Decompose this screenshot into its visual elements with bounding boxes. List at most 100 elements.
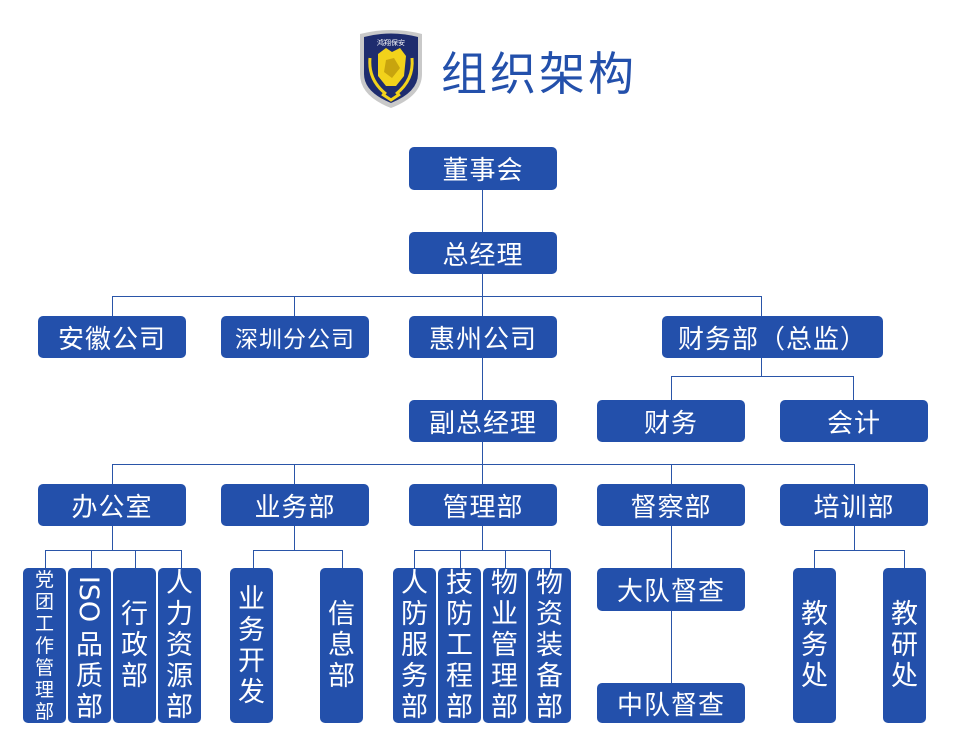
security-shield-badge-icon: 鸿翔保安 bbox=[360, 30, 422, 108]
node-information-dept: 信息部 bbox=[320, 568, 363, 723]
node-label-char: 务 bbox=[401, 661, 428, 692]
connector-line bbox=[342, 550, 343, 568]
node-label-char: 部 bbox=[76, 692, 103, 723]
node-label-char: 部 bbox=[121, 661, 148, 692]
node-label-char: 技 bbox=[446, 568, 473, 599]
node-label-char: 防 bbox=[401, 599, 428, 630]
connector-line bbox=[482, 526, 483, 550]
node-business-development: 业务开发 bbox=[230, 568, 273, 723]
node-label-char: 部 bbox=[446, 692, 473, 723]
node-label-char: 业 bbox=[491, 599, 518, 630]
node-huizhou-company: 惠州公司 bbox=[409, 316, 557, 358]
connector-line bbox=[294, 296, 295, 316]
node-label-char: 工 bbox=[34, 612, 54, 635]
node-label-char: 管 bbox=[34, 656, 54, 679]
node-label-char: 处 bbox=[801, 661, 828, 692]
node-label-char: 发 bbox=[238, 676, 265, 708]
connector-line bbox=[671, 526, 672, 568]
connector-line bbox=[671, 464, 672, 484]
node-label-char: 行 bbox=[121, 599, 148, 630]
connector-line bbox=[253, 550, 254, 568]
connector-line bbox=[814, 550, 815, 568]
node-label-char: 人 bbox=[166, 568, 193, 599]
connector-line bbox=[482, 358, 483, 400]
connector-line bbox=[112, 526, 113, 550]
connector-line bbox=[294, 464, 295, 484]
node-label-char: 作 bbox=[34, 634, 54, 657]
node-label-char: 备 bbox=[536, 661, 563, 692]
node-label-char: 防 bbox=[446, 599, 473, 630]
node-label-char: 理 bbox=[491, 661, 518, 692]
node-label-char: 部 bbox=[166, 692, 193, 723]
connector-line bbox=[253, 550, 343, 551]
node-board: 董事会 bbox=[409, 147, 557, 190]
connector-line bbox=[414, 550, 551, 551]
node-accounting: 会计 bbox=[780, 400, 928, 442]
node-label-char: 力 bbox=[166, 599, 193, 630]
node-deputy-general-manager: 副总经理 bbox=[409, 400, 557, 442]
node-brigade-inspection: 大队督查 bbox=[597, 568, 745, 611]
node-label-char: 程 bbox=[446, 661, 473, 692]
node-tech-defense-engineering-dept: 技防工程部 bbox=[438, 568, 481, 723]
node-label-char: 务 bbox=[238, 614, 265, 646]
node-finance-department: 财务部（总监） bbox=[662, 316, 883, 358]
node-label-char: 业 bbox=[238, 583, 265, 615]
connector-line bbox=[45, 550, 46, 568]
node-office: 办公室 bbox=[38, 484, 186, 526]
node-label-char: 务 bbox=[801, 630, 828, 661]
connector-line bbox=[853, 376, 854, 400]
node-human-resources-dept: 人力资源部 bbox=[158, 568, 201, 723]
node-shenzhen-branch: 深圳分公司 bbox=[221, 316, 369, 358]
node-label-char: 品 bbox=[76, 630, 103, 661]
node-label-char: 质 bbox=[76, 661, 103, 692]
connector-line bbox=[482, 274, 483, 316]
connector-line bbox=[414, 550, 415, 568]
connector-line bbox=[854, 526, 855, 550]
node-label-char: 研 bbox=[891, 630, 918, 661]
connector-line bbox=[112, 296, 113, 316]
node-label-char: 政 bbox=[121, 630, 148, 661]
node-administration-dept: 行政部 bbox=[113, 568, 156, 723]
node-label-char: 服 bbox=[401, 630, 428, 661]
connector-line bbox=[45, 550, 182, 551]
node-squad-inspection: 中队督查 bbox=[597, 683, 745, 723]
node-label-char: 教 bbox=[801, 599, 828, 630]
connector-line bbox=[904, 550, 905, 568]
node-label-char: 开 bbox=[238, 645, 265, 677]
connector-line bbox=[181, 550, 182, 568]
connector-line bbox=[671, 611, 672, 683]
connector-line bbox=[814, 550, 905, 551]
node-teaching-research-office: 教研处 bbox=[883, 568, 926, 723]
page-title: 组织架构 bbox=[441, 47, 637, 101]
node-label-char: 信 bbox=[328, 599, 355, 630]
node-label-char: 工 bbox=[446, 630, 473, 661]
node-business-department: 业务部 bbox=[221, 484, 369, 526]
node-management-department: 管理部 bbox=[409, 484, 557, 526]
logo-text: 鸿翔保安 bbox=[377, 38, 405, 47]
node-label-char: 理 bbox=[34, 678, 54, 701]
node-label-char: 资 bbox=[166, 630, 193, 661]
connector-line bbox=[482, 442, 483, 484]
node-training-department: 培训部 bbox=[780, 484, 928, 526]
node-party-work-dept: 党团工作管理部 bbox=[23, 568, 66, 723]
connector-line bbox=[294, 526, 295, 550]
connector-line bbox=[112, 296, 762, 297]
connector-line bbox=[112, 464, 113, 484]
connector-line bbox=[460, 550, 461, 568]
connector-line bbox=[482, 190, 483, 232]
connector-line bbox=[761, 296, 762, 316]
node-label-char: 装 bbox=[536, 630, 563, 661]
node-label-char: 部 bbox=[491, 692, 518, 723]
connector-line bbox=[854, 464, 855, 484]
node-label-char: 处 bbox=[891, 661, 918, 692]
node-academic-affairs-office: 教务处 bbox=[793, 568, 836, 723]
node-label-char: 息 bbox=[328, 630, 355, 661]
node-label-char: ISO bbox=[74, 575, 106, 623]
connector-line bbox=[135, 550, 136, 568]
node-label-char: 部 bbox=[34, 700, 54, 723]
connector-line bbox=[671, 376, 672, 400]
connector-line bbox=[112, 464, 855, 465]
connector-line bbox=[671, 376, 854, 377]
node-finance: 财务 bbox=[597, 400, 745, 442]
connector-line bbox=[550, 550, 551, 568]
